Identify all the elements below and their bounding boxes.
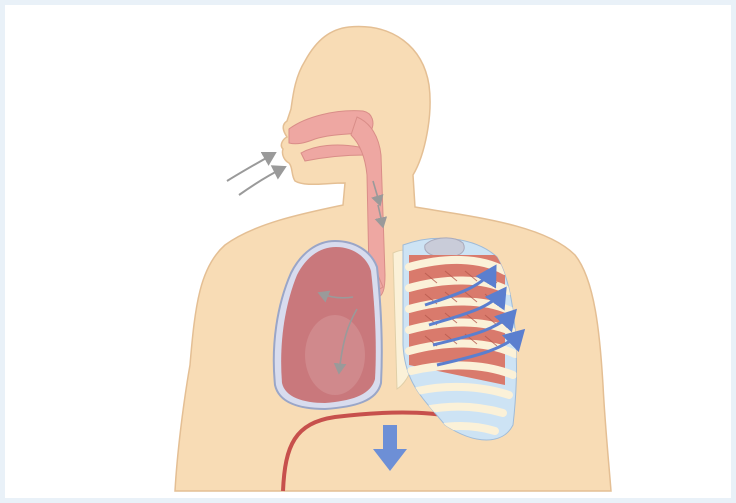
lung-apex [425,238,464,257]
figure-frame [5,5,731,498]
inhale-arrow-icon [227,153,285,195]
breathing-diagram [5,5,731,498]
lung-highlight [305,315,365,395]
